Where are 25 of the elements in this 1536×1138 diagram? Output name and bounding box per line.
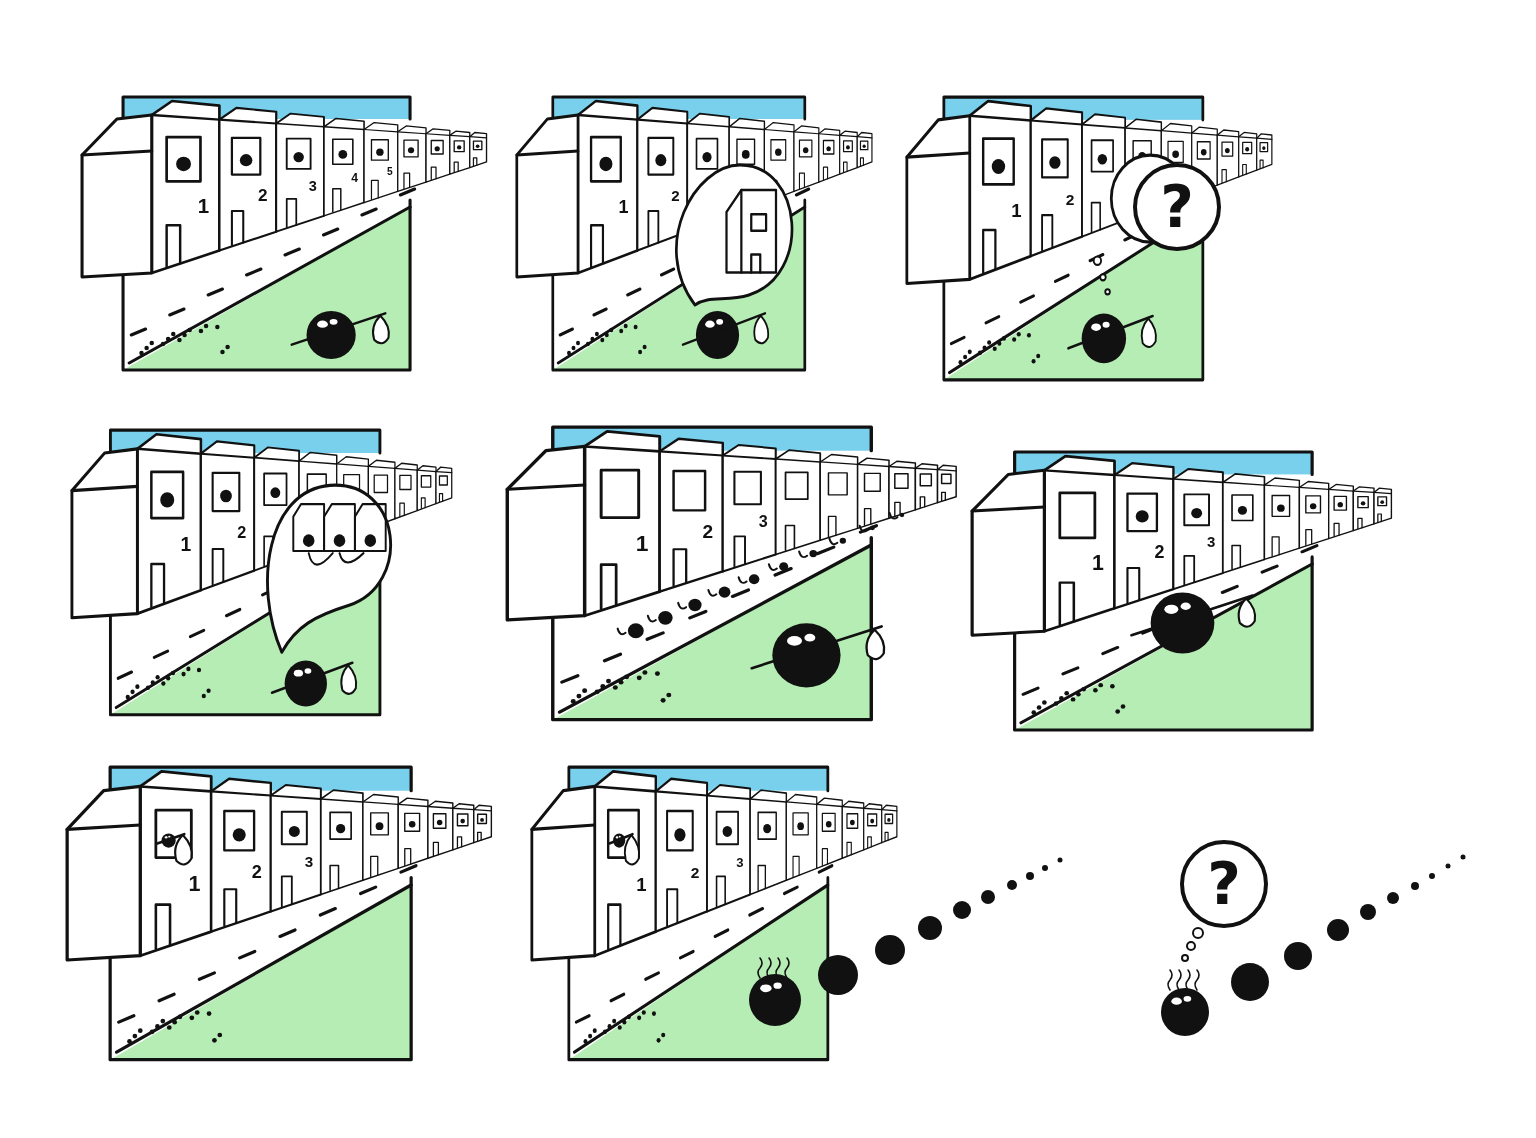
house-number: 1: [618, 196, 629, 217]
house-number: 1: [636, 874, 647, 896]
house-number: 2: [702, 521, 714, 543]
house-number: 2: [258, 184, 268, 205]
house-number: 1: [188, 872, 201, 897]
house-number: 2: [1154, 541, 1165, 562]
house-number: 3: [736, 855, 744, 871]
house-number: 5: [386, 165, 393, 177]
house-number: 4: [351, 171, 358, 185]
house-number: 3: [758, 512, 768, 531]
question-mark: ?: [1207, 855, 1241, 913]
house-number: 1: [1092, 551, 1104, 576]
house-number: 2: [671, 186, 680, 204]
house-number: 1: [1011, 200, 1022, 222]
house-number: 2: [237, 523, 247, 542]
house-number: 3: [308, 177, 317, 194]
house-number: 1: [180, 534, 192, 555]
house-number: 2: [1065, 190, 1075, 208]
house-number: 3: [304, 853, 314, 871]
question-mark: ?: [1160, 178, 1194, 236]
house-number: 1: [197, 193, 210, 217]
house-number: 2: [690, 864, 700, 882]
house-number: 1: [635, 530, 649, 557]
house-number: 2: [251, 862, 262, 883]
house-number: 3: [1207, 533, 1216, 551]
